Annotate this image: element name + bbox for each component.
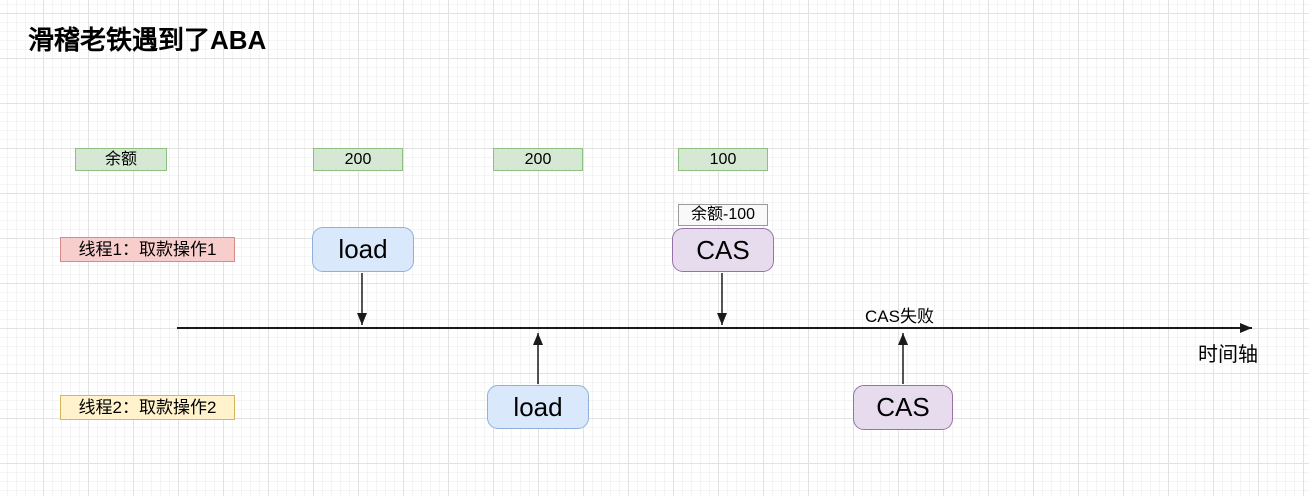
thread1-cas-note: 余额-100 bbox=[678, 204, 768, 226]
thread1-label: 线程1：取款操作1 bbox=[60, 237, 235, 262]
thread1-load-node: load bbox=[312, 227, 414, 272]
thread1-cas-node: CAS bbox=[672, 228, 774, 272]
page-title: 滑稽老铁遇到了ABA bbox=[28, 25, 267, 55]
balance-value-box-1: 200 bbox=[313, 148, 403, 171]
thread2-load-node: load bbox=[487, 385, 589, 429]
balance-header-box: 余额 bbox=[75, 148, 167, 171]
cas-fail-label: CAS失败 bbox=[865, 307, 934, 326]
thread2-label: 线程2：取款操作2 bbox=[60, 395, 235, 420]
thread2-cas-node: CAS bbox=[853, 385, 953, 430]
balance-value-box-2: 200 bbox=[493, 148, 583, 171]
balance-value-box-3: 100 bbox=[678, 148, 768, 171]
time-axis-label: 时间轴 bbox=[1198, 344, 1258, 366]
